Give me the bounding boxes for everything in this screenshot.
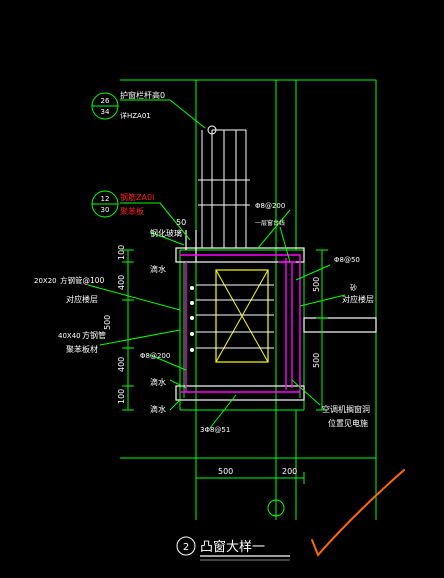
dim-left-2: 400 [117,275,126,290]
label-tube-size: 40X40 [58,332,81,340]
label-slab-line: 聚苯板材 [66,344,98,354]
label-r-floor: 对应楼层 [342,294,374,304]
label-rail-size: 20X20 [34,277,57,285]
callout-mid-bubble: 12 30 [91,190,119,218]
label-water-stop: 滴水 [150,264,166,274]
dim-right-2: 500 [312,353,321,368]
dim-bottom-2: 200 [282,467,297,476]
railing [198,125,250,248]
mid-callout-line2: 聚苯板 [120,206,144,216]
reinforcement [180,254,301,393]
label-r-floor-top: 砂 [350,283,357,292]
label-drip1: 滴水 [150,377,166,387]
leaders [87,99,346,429]
bubble-mid-num: 12 [101,195,110,203]
label-glass: 钢化玻璃 [150,228,182,238]
dim-left-3: 500 [103,315,112,330]
dim-right [316,249,328,411]
title-number: 2 [183,542,189,553]
detail-title: 2 凸窗大样一 [176,536,290,561]
label-ac-1: 空调机搁窗洞 [322,404,370,414]
callout-top-bubble: 26 34 [91,92,119,120]
bubble-top-sheet: 34 [101,108,110,116]
label-rail-bar: 方钢管@100 [60,275,105,285]
label-ac-2: 位置见电施 [328,418,368,428]
check-mark-icon [311,469,405,557]
label-bot-bars2: 3Φ8@51 [200,426,230,434]
mid-callout-line1: 钢筋ZA0I [120,192,154,202]
label-50: 50 [176,218,186,227]
top-callout-line1: 护窗栏杆高0 [120,90,165,100]
dim-bottom-1: 500 [218,467,233,476]
label-r-bars: Φ8@50 [334,256,360,264]
dim-left-4: 400 [117,357,126,372]
dim-left-5: 100 [117,389,126,404]
dim-bottom [195,472,305,517]
label-window-line: 一层窗台线 [255,219,285,227]
window-frame [196,269,274,363]
label-tube: 方钢管 [82,330,106,340]
rebar-dots [190,286,194,352]
dim-left-1: 100 [117,245,126,260]
top-callout-line2: 详HZA01 [120,111,151,120]
label-top-bars: Φ8@200 [255,202,285,210]
bubble-mid-sheet: 30 [101,206,110,214]
label-bot-bars: Φ8@200 [140,352,170,360]
label-drip2: 滴水 [150,404,166,414]
title-text: 凸窗大样一 [200,539,265,555]
dim-left [122,249,134,411]
slabs [175,230,377,401]
dim-right-1: 500 [312,277,321,292]
label-align-floor: 对应楼层 [66,294,98,304]
bubble-top-num: 26 [101,97,110,105]
